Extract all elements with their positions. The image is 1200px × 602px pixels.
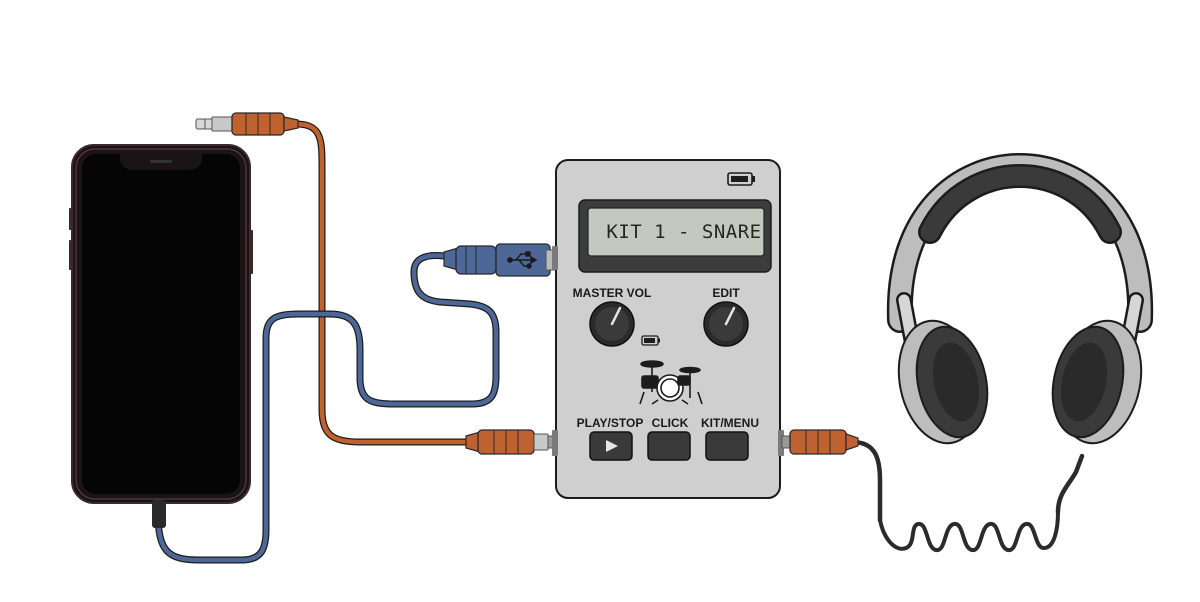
drum-kit-icon	[639, 360, 703, 405]
headphone-cable	[849, 439, 883, 523]
phone-screen	[82, 154, 240, 494]
edit-knob[interactable]	[703, 301, 749, 347]
battery-small-icon	[641, 335, 660, 346]
play-icon	[606, 440, 618, 452]
headphone-right-cup	[1051, 319, 1143, 445]
usb-icon	[507, 251, 538, 269]
device-right-jack	[781, 429, 859, 455]
click-button[interactable]	[647, 431, 691, 461]
play-stop-label: PLAY/STOP	[576, 416, 644, 430]
coiled-cable	[878, 511, 1060, 552]
lcd-display-text: KIT 1 - SNARE	[606, 221, 762, 243]
play-stop-button[interactable]	[589, 431, 633, 461]
battery-icon	[727, 172, 755, 186]
headphone-left-cup	[897, 319, 989, 445]
smartphone	[69, 144, 253, 528]
edit-label: EDIT	[712, 286, 740, 300]
drum-module-device	[552, 159, 784, 499]
device-left-jack	[465, 429, 559, 455]
kit-menu-label: KIT/MENU	[701, 416, 759, 430]
master-vol-label: MASTER VOL	[572, 286, 652, 300]
click-label: CLICK	[651, 416, 689, 430]
usb-plug	[443, 243, 559, 277]
phone-cable-plug	[152, 500, 166, 528]
loose-aux-jack	[195, 112, 299, 136]
kit-menu-button[interactable]	[705, 431, 749, 461]
lcd-screen	[587, 207, 765, 257]
master-vol-knob[interactable]	[589, 301, 635, 347]
headphones	[886, 152, 1154, 445]
